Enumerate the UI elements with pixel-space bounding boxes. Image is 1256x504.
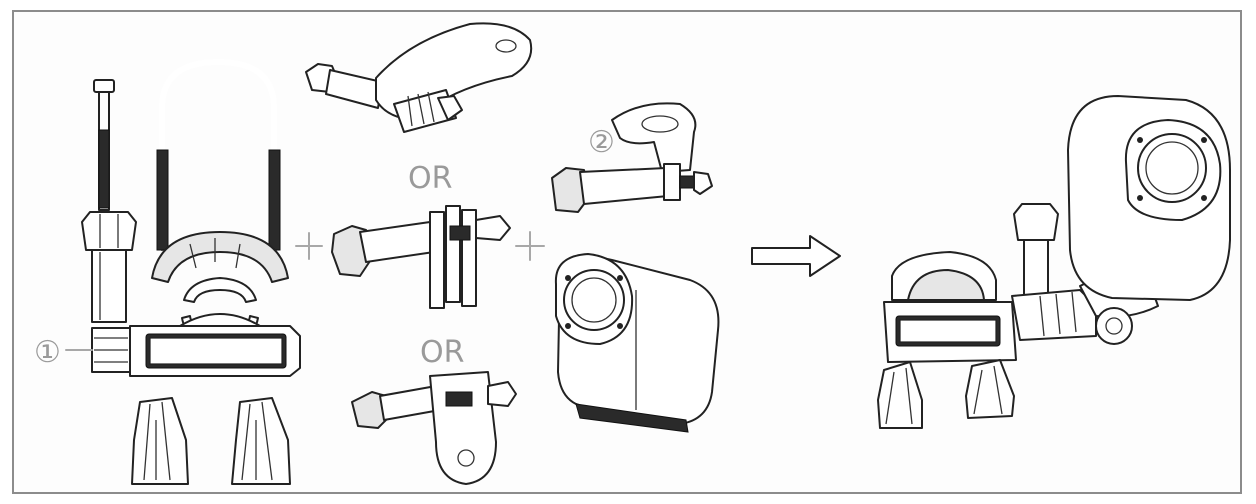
action-camera [554,253,720,433]
step-two-marker: ② [588,125,615,160]
clamp-foot-left [131,397,189,485]
plus-sign-icon [515,231,545,261]
curved-arm-adapter [305,22,533,133]
plus-sign-icon [295,232,323,260]
short-pivot-adapter [351,371,517,485]
clamp-foot-right [231,397,291,485]
clamp-base-bar [91,313,301,377]
step-one-label: ① [34,335,93,370]
right-arrow-icon [751,235,841,277]
bolt [93,79,115,211]
or-label-bottom: OR [420,335,464,370]
u-bolt [156,58,281,251]
assembled-mount [877,95,1231,429]
step-one-marker: ① [34,335,61,370]
clamp-saddle [151,231,289,283]
or-label-top: OR [408,161,452,196]
camera-side-adapter [551,102,713,213]
straight-extension-adapter [331,205,511,309]
knob-nut [81,211,137,323]
